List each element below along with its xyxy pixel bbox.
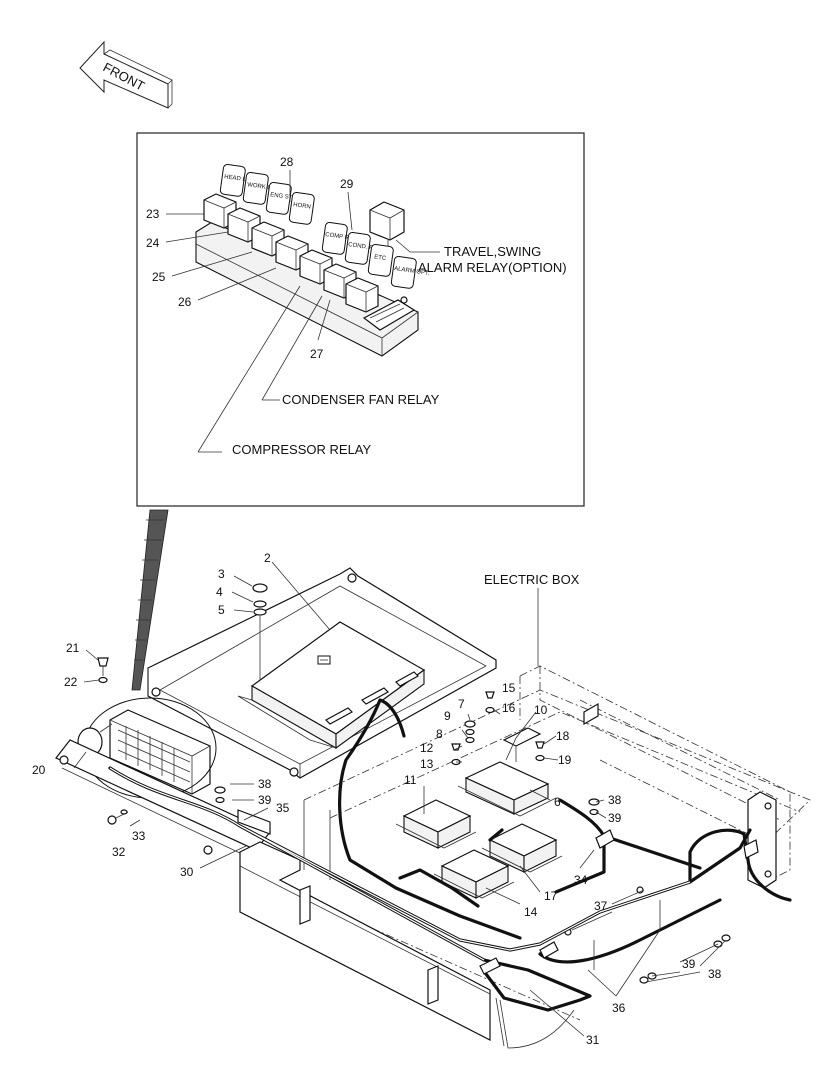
callout-32: 32	[112, 845, 126, 859]
callout-27: 27	[310, 347, 324, 361]
callout-28: 28	[280, 155, 294, 169]
callout-25: 25	[152, 270, 166, 284]
tag-0: HEAD LAMP	[224, 174, 259, 185]
callout-16: 16	[502, 701, 516, 715]
callout-29: 29	[340, 177, 354, 191]
callout-19: 19	[558, 753, 572, 767]
callout-8: 8	[436, 727, 443, 741]
wiring-harness	[108, 698, 792, 1049]
hardware-3-4-5	[231, 575, 268, 680]
callout-2: 2	[264, 551, 271, 565]
callout-34: 34	[574, 873, 588, 887]
callout-13: 13	[420, 757, 434, 771]
relay-inset: HEAD LAMP WORK LAMP ENG STOP HORN COMP R…	[136, 132, 585, 507]
callout-21: 21	[66, 641, 80, 655]
label-travel-swing-2: ALARM RELAY(OPTION)	[418, 260, 567, 275]
tag-1: WORK LAMP	[247, 182, 284, 193]
label-condenser-fan-relay: CONDENSER FAN RELAY	[282, 392, 440, 407]
callout-24: 24	[146, 236, 160, 250]
callout-22: 22	[64, 675, 78, 689]
terminal-block	[362, 299, 416, 331]
relay-tags: HEAD LAMP WORK LAMP ENG STOP HORN COMP R…	[219, 164, 430, 289]
relay-6	[457, 727, 557, 817]
callout-26: 26	[178, 295, 192, 309]
callout-15: 15	[502, 681, 516, 695]
controller-2	[237, 621, 426, 750]
callout-38a: 38	[258, 777, 272, 791]
front-panel	[239, 800, 491, 1041]
callout-30: 30	[180, 865, 194, 879]
fuse-box	[77, 697, 217, 799]
callout-33: 33	[132, 829, 146, 843]
relay-travel-swing-alarm	[369, 201, 405, 248]
callout-7: 7	[458, 697, 465, 711]
callout-31: 31	[586, 1033, 600, 1047]
tag-7: ALARM OPT.	[394, 266, 430, 277]
callout-23: 23	[146, 207, 160, 221]
callout-5: 5	[218, 603, 225, 617]
callout-17: 17	[544, 889, 558, 903]
callout-39b: 39	[608, 811, 622, 825]
callout-36: 36	[612, 1001, 626, 1015]
callout-10: 10	[534, 703, 548, 717]
inset-frame	[136, 132, 585, 507]
label-compressor-relay: COMPRESSOR RELAY	[232, 442, 372, 457]
callout-20: 20	[32, 763, 46, 777]
electric-box-label: ELECTRIC BOX	[484, 572, 580, 587]
callout-35: 35	[276, 801, 290, 815]
callout-39c: 39	[682, 957, 696, 971]
callout-9: 9	[444, 709, 451, 723]
callout-4: 4	[216, 585, 223, 599]
relay-11	[395, 799, 477, 849]
tag-6: ETC	[374, 254, 387, 262]
callout-12: 12	[420, 741, 434, 755]
relay-17	[481, 823, 563, 873]
label-travel-swing-1: TRAVEL,SWING	[444, 244, 541, 259]
main-assembly: 2 3 4 5 ELECTRIC BOX 21 22 20 15 16 7 10…	[32, 551, 811, 1049]
callout-38b: 38	[608, 793, 622, 807]
callout-3: 3	[218, 567, 225, 581]
relay-14	[433, 849, 515, 899]
callout-37: 37	[594, 899, 608, 913]
front-arrow: FRONT	[79, 40, 173, 109]
callout-11: 11	[404, 773, 417, 787]
relay-27c	[345, 277, 379, 313]
tag-3: HORN	[293, 202, 311, 210]
tag-5: COND. FAN	[348, 242, 381, 252]
tag-2: ENG STOP	[270, 192, 301, 202]
callout-14: 14	[524, 905, 538, 919]
callout-18: 18	[556, 729, 570, 743]
callout-39a: 39	[258, 793, 272, 807]
callout-38c: 38	[708, 967, 722, 981]
electric-box	[519, 620, 791, 889]
callout-6: 6	[554, 795, 561, 809]
hardware-7-19	[214, 691, 731, 984]
